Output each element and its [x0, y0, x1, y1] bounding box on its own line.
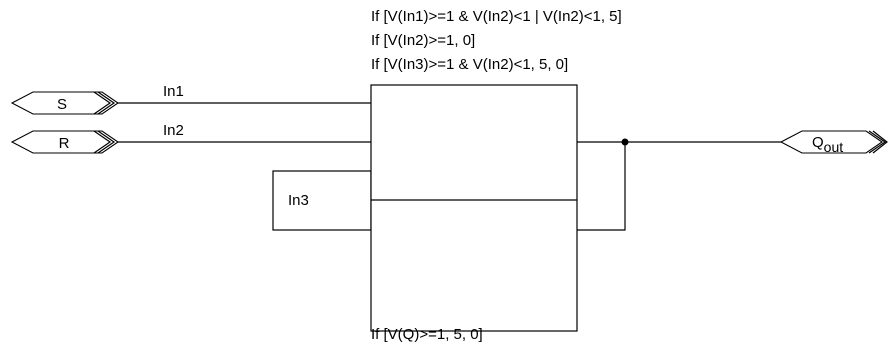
wire-in3-label: In3 [288, 192, 309, 209]
block-expression-3: If [V(In3)>=1 & V(In2)<1, 5, 0] [371, 56, 568, 73]
output-port-q-label: Qout [812, 134, 843, 155]
block-expression-1: If [V(In1)>=1 & V(In2)<1 | V(In2)<1, 5] [371, 8, 622, 25]
input-port-s[interactable]: S [10, 91, 119, 115]
block-expression-bottom: If [V(Q)>=1, 5, 0] [371, 326, 483, 343]
junction-dot [621, 138, 629, 146]
wire-in2-label: In2 [163, 122, 184, 139]
input-port-r-label: R [59, 135, 70, 152]
wire-in1-label: In1 [163, 83, 184, 100]
input-port-s-label: S [57, 96, 67, 113]
logic-block[interactable] [370, 84, 578, 332]
output-port-q-subscript: out [824, 139, 844, 155]
input-port-r[interactable]: R [10, 130, 119, 154]
output-port-q[interactable]: Qout [779, 130, 888, 155]
wire-feedback [577, 142, 626, 231]
block-expression-2: If [V(In2)>=1, 0] [371, 32, 475, 49]
